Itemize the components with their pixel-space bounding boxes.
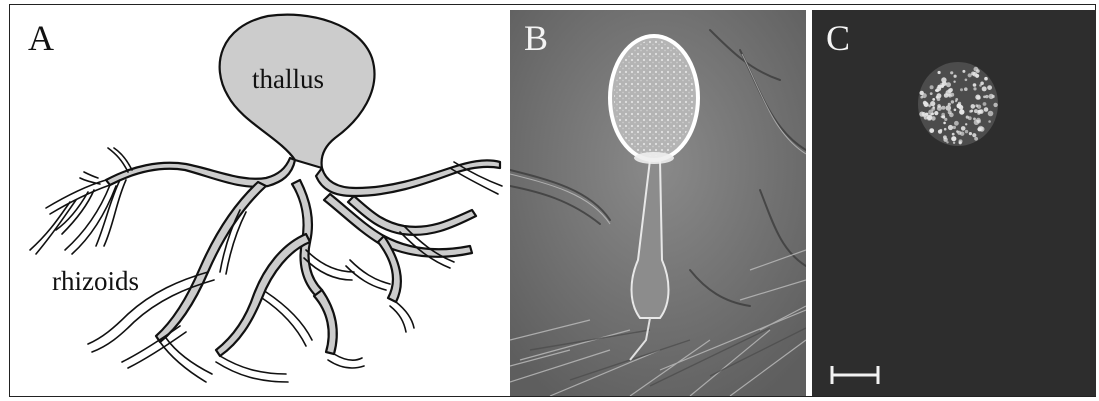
nucleus-dot <box>970 110 973 113</box>
nucleus-dot <box>940 83 945 88</box>
nucleus-dot <box>932 98 935 101</box>
nucleus-dot <box>937 106 942 111</box>
nucleus-dot <box>962 70 965 73</box>
nucleus-dot <box>976 118 981 123</box>
nuclei-fluorescence <box>812 10 1096 396</box>
nucleus-dot <box>973 87 976 90</box>
nucleus-dot <box>974 137 978 141</box>
nucleus-dot <box>961 126 966 131</box>
nucleus-dot <box>983 102 987 106</box>
nucleus-dot <box>960 132 964 136</box>
panel-c-fluorescence: C <box>812 10 1096 396</box>
nucleus-dot <box>969 132 972 135</box>
rhizoids-label: rhizoids <box>52 266 139 296</box>
nucleus-dot <box>984 107 989 112</box>
nucleus-dot <box>920 96 923 99</box>
nucleus-dot <box>938 71 941 74</box>
nucleus-dot <box>946 90 951 95</box>
nucleus-dot <box>930 113 932 115</box>
nucleus-dot <box>920 91 924 95</box>
nucleus-dot <box>946 105 952 111</box>
nucleus-dot <box>948 125 953 130</box>
nucleus-dot <box>993 103 997 107</box>
nucleus-dot <box>946 82 951 87</box>
panel-b-micrograph: B <box>510 10 806 396</box>
nucleus-dot <box>934 111 938 115</box>
nucleus-dot <box>985 95 988 98</box>
rhizoid-network <box>106 158 295 187</box>
nucleus-dot <box>966 116 969 119</box>
nucleus-dot <box>973 72 978 77</box>
panel-label-c: C <box>826 20 850 56</box>
nucleus-dot <box>951 100 954 103</box>
nucleus-dot <box>927 116 932 121</box>
nucleus-dot <box>974 109 978 113</box>
nucleus-dot <box>930 85 934 89</box>
nucleus-dot <box>923 114 927 118</box>
nucleus-dot <box>943 135 947 139</box>
nucleus-dot <box>955 98 958 101</box>
nucleus-dot <box>944 128 947 131</box>
nucleus-dot <box>950 71 953 74</box>
nucleus-dot <box>988 120 991 123</box>
nucleus-dot <box>982 86 987 91</box>
nucleus-dot <box>975 104 978 107</box>
nucleus-dot <box>943 122 946 125</box>
nucleus-dot <box>972 133 976 137</box>
nucleus-dot <box>954 109 957 112</box>
nucleus-dot <box>949 113 954 118</box>
nucleus-dot <box>968 73 972 77</box>
nucleus-dot <box>936 93 941 98</box>
nucleus-dot <box>956 130 959 133</box>
nucleus-dot <box>976 69 980 73</box>
panel-a-schematic: thallus rhizoids A <box>10 10 506 396</box>
nucleus-dot <box>946 141 948 143</box>
nucleus-dot <box>965 130 968 133</box>
nucleus-dot <box>952 133 955 136</box>
nucleus-dot <box>973 83 977 87</box>
nucleus-dot <box>941 106 945 110</box>
nucleus-dot <box>980 82 984 86</box>
nucleus-dot <box>984 77 988 81</box>
nucleus-dot <box>965 79 968 82</box>
sporangium-micrograph <box>510 10 806 396</box>
nucleus-dot <box>959 141 962 144</box>
nucleus-dot <box>951 136 956 141</box>
nucleus-dot <box>953 81 955 83</box>
nucleus-dot <box>930 92 933 95</box>
nucleus-dot <box>954 75 957 78</box>
nucleus-dot <box>958 102 961 105</box>
nucleus-dot <box>964 87 968 91</box>
nucleus-dot <box>987 85 992 90</box>
nucleus-dot <box>975 95 980 100</box>
panel-label-b: B <box>524 20 548 56</box>
nucleus-dot <box>923 101 927 105</box>
nucleus-dot <box>992 95 995 98</box>
nucleus-dot <box>931 107 935 111</box>
nucleus-dot <box>977 127 981 131</box>
nucleus-dot <box>935 89 938 92</box>
thallus-label: thallus <box>252 64 324 94</box>
nucleus-dot <box>953 126 956 129</box>
nucleus-dot <box>978 110 982 114</box>
panel-label-a: A <box>28 20 54 56</box>
nucleus-dot <box>988 111 994 117</box>
nucleus-dot <box>959 105 964 110</box>
nucleus-dot <box>971 104 976 109</box>
nucleus-dot <box>973 118 976 121</box>
nucleus-dot <box>944 118 947 121</box>
nucleus-dot <box>954 121 959 126</box>
nucleus-dot <box>938 130 942 134</box>
nucleus-dot <box>965 123 967 125</box>
nucleus-dot <box>953 142 955 144</box>
nucleus-dot <box>930 101 935 106</box>
nucleus-dot <box>929 128 934 133</box>
nucleus-dot <box>960 88 963 91</box>
thallus-rhizoid-diagram: thallus rhizoids <box>10 10 506 396</box>
nucleus-dot <box>942 115 945 118</box>
